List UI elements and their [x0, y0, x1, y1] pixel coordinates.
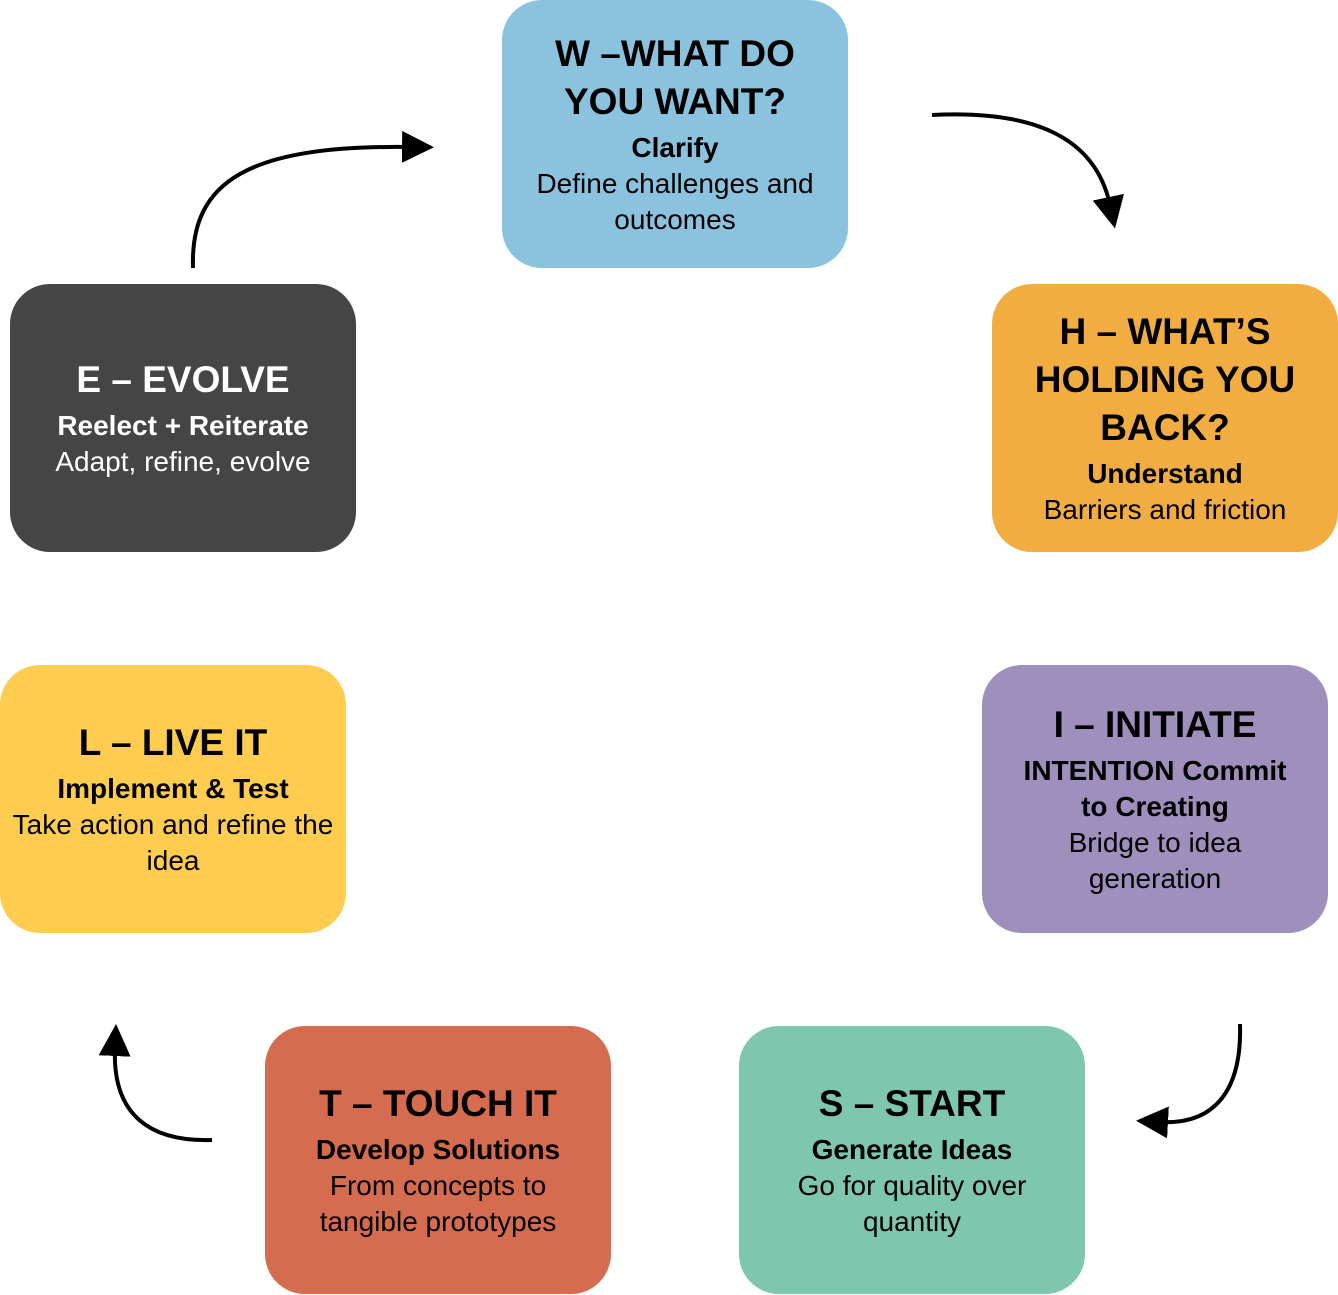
arrow-t-to-l [98, 1024, 213, 1143]
step-subtitle: Implement & Test [57, 773, 289, 804]
step-w-box: W –WHAT DO YOU WANT? Clarify Define chal… [502, 0, 848, 268]
arrow-e-to-w [190, 130, 434, 269]
step-title: E – EVOLVE [76, 359, 290, 400]
step-subtitle: Develop Solutions [315, 1134, 561, 1165]
step-body: Define challenges and outcomes [536, 168, 814, 235]
step-title: I – INITIATE [1053, 704, 1257, 745]
step-body: Adapt, refine, evolve [55, 446, 311, 477]
step-title: W –WHAT DO YOU WANT? [555, 33, 795, 122]
step-body: Bridge to idea generation [1068, 827, 1242, 894]
step-i-box: I – INITIATE INTENTION Commit to Creatin… [982, 665, 1328, 933]
step-subtitle: Clarify [631, 132, 719, 163]
step-body: From concepts to tangible prototypes [319, 1170, 557, 1237]
step-title: T – TOUCH IT [319, 1083, 557, 1124]
step-body: Barriers and friction [1043, 494, 1287, 525]
step-subtitle: Understand [1087, 458, 1243, 489]
arrow-w-to-h [931, 112, 1124, 229]
step-s-box: S – START Generate Ideas Go for quality … [739, 1026, 1085, 1294]
step-subtitle: INTENTION Commit to Creating [1023, 755, 1287, 822]
step-h-box: H – WHAT’S HOLDING YOU BACK? Understand … [992, 284, 1338, 552]
step-title: S – START [818, 1083, 1006, 1124]
step-title: H – WHAT’S HOLDING YOU BACK? [1034, 311, 1296, 448]
step-t-box: T – TOUCH IT Develop Solutions From conc… [265, 1026, 611, 1294]
step-title: L – LIVE IT [78, 722, 268, 763]
step-subtitle: Generate Ideas [811, 1134, 1013, 1165]
step-e-box: E – EVOLVE Reelect + Reiterate Adapt, re… [10, 284, 356, 552]
step-body: Go for quality over quantity [797, 1170, 1027, 1237]
arrow-i-to-s [1136, 1023, 1243, 1139]
step-subtitle: Reelect + Reiterate [57, 410, 309, 441]
step-l-box: L – LIVE IT Implement & Test Take action… [0, 665, 346, 933]
step-body: Take action and refine the idea [12, 809, 334, 876]
